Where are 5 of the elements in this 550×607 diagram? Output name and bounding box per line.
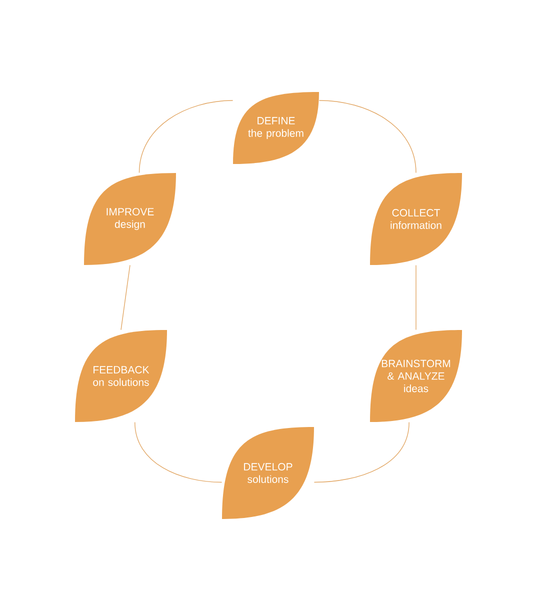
connector-line xyxy=(120,264,130,330)
connector-line xyxy=(314,422,410,483)
connector-line xyxy=(318,100,416,174)
connector-line xyxy=(134,422,222,483)
connector-line xyxy=(138,100,234,174)
